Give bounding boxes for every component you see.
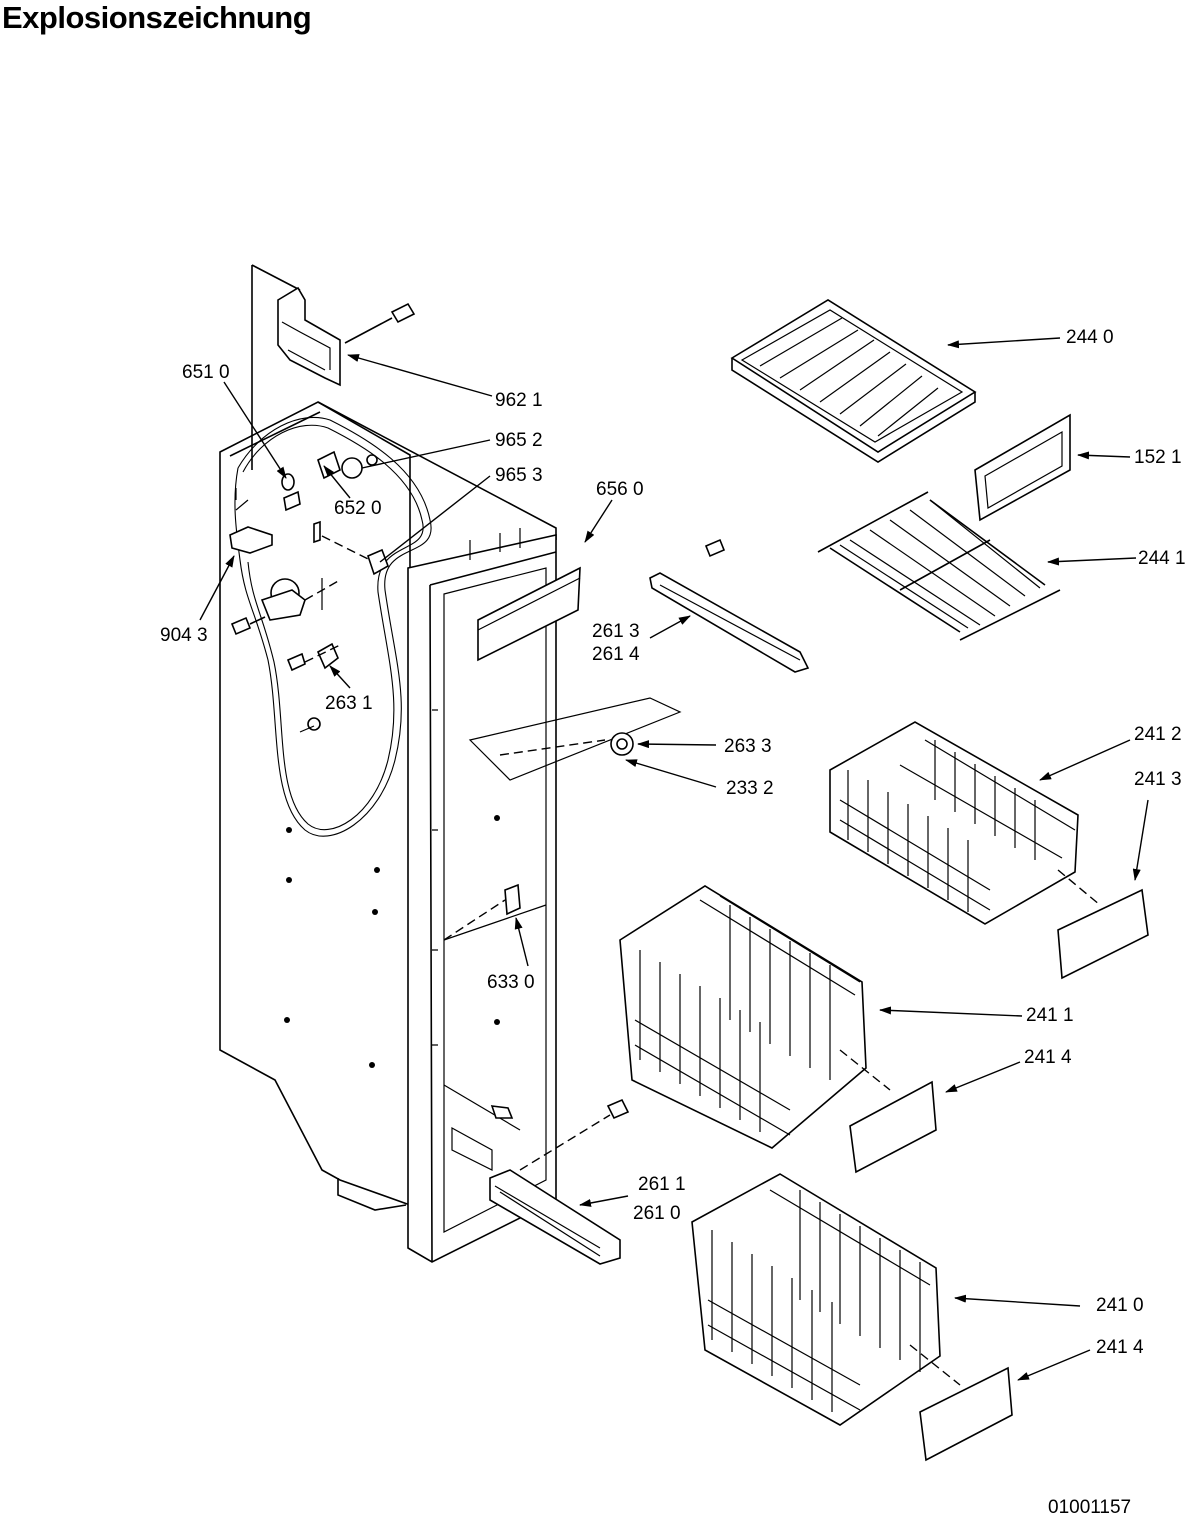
wiring-harness bbox=[234, 416, 432, 837]
callout-904-3: 904 3 bbox=[160, 625, 208, 646]
callout-152-1: 152 1 bbox=[1134, 447, 1182, 468]
glass-shelf-244-0 bbox=[730, 299, 977, 463]
callout-labels: 651 0 962 1 965 2 965 3 652 0 656 0 904 … bbox=[160, 327, 1186, 1358]
callout-962-1: 962 1 bbox=[495, 390, 543, 411]
callout-241-0: 241 0 bbox=[1096, 1295, 1144, 1316]
slide-rail bbox=[649, 538, 810, 673]
leader-lines bbox=[199, 337, 1149, 1381]
basket-front-241-4-upper bbox=[839, 1049, 937, 1174]
callout-263-1: 263 1 bbox=[325, 693, 373, 714]
plate-outline bbox=[468, 697, 682, 781]
callout-263-3: 263 3 bbox=[724, 736, 772, 757]
callout-244-1: 244 1 bbox=[1138, 548, 1186, 569]
top-hinge bbox=[251, 264, 416, 470]
callout-241-3: 241 3 bbox=[1134, 769, 1182, 790]
basket-241-0 bbox=[691, 1173, 941, 1426]
bottom-vent bbox=[489, 1114, 621, 1265]
callout-651-0: 651 0 bbox=[182, 362, 230, 383]
callout-965-3: 965 3 bbox=[495, 465, 543, 486]
callout-244-0: 244 0 bbox=[1066, 327, 1114, 348]
callout-241-4-lower: 241 4 bbox=[1096, 1337, 1144, 1358]
callout-652-0: 652 0 bbox=[334, 498, 382, 519]
document-number: 01001157 bbox=[1048, 1497, 1132, 1518]
basket-241-2 bbox=[829, 721, 1079, 925]
callout-241-4-upper: 241 4 bbox=[1024, 1047, 1072, 1068]
basket-front-241-3 bbox=[1057, 869, 1149, 980]
callout-261-1: 261 1 bbox=[638, 1174, 686, 1195]
wire-shelf-244-1 bbox=[817, 491, 1061, 641]
callout-241-2: 241 2 bbox=[1134, 724, 1182, 745]
callout-261-0: 261 0 bbox=[633, 1203, 681, 1224]
callout-261-4: 261 4 bbox=[592, 644, 640, 665]
basket-front-241-4-lower bbox=[909, 1344, 1013, 1462]
callout-261-3: 261 3 bbox=[592, 621, 640, 642]
shelf-trim-152-1 bbox=[974, 413, 1071, 522]
freezer-cabinet bbox=[219, 401, 557, 1263]
callout-233-2: 233 2 bbox=[726, 778, 774, 799]
callout-241-1: 241 1 bbox=[1026, 1005, 1074, 1026]
callout-633-0: 633 0 bbox=[487, 972, 535, 993]
callout-656-0: 656 0 bbox=[596, 479, 644, 500]
page-title: Explosionszeichnung bbox=[2, 0, 312, 35]
callout-965-2: 965 2 bbox=[495, 430, 543, 451]
basket-241-1 bbox=[619, 885, 867, 1149]
